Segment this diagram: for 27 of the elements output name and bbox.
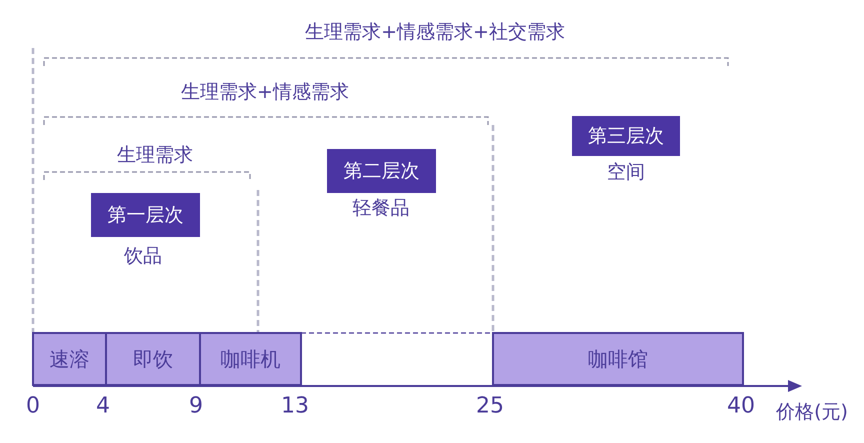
tick-label: 0 <box>26 392 40 420</box>
product-label: 饮品 <box>124 244 162 269</box>
tick-label: 13 <box>281 392 309 420</box>
price-segment <box>199 332 302 386</box>
axis-title: 价格(元) <box>776 400 848 425</box>
segment-label: 速溶 <box>50 346 90 373</box>
price-segment <box>32 332 107 386</box>
level-label: 第三层次 <box>588 124 664 149</box>
tick-label: 4 <box>96 392 110 420</box>
level-badge <box>327 149 436 193</box>
level-label: 第一层次 <box>108 202 184 228</box>
segment-label: 即饮 <box>133 346 173 373</box>
tick-label: 9 <box>189 392 203 420</box>
level-label: 第二层次 <box>344 158 420 184</box>
price-segment <box>105 332 201 386</box>
level-badge <box>91 193 200 237</box>
tick-label: 40 <box>727 392 755 420</box>
heading-label: 生理需求+情感需求+社交需求 <box>305 20 565 45</box>
segment-label: 咖啡机 <box>220 346 280 373</box>
heading-label: 生理需求+情感需求 <box>181 80 349 105</box>
segment-label: 咖啡馆 <box>588 346 648 373</box>
product-label: 空间 <box>607 160 645 185</box>
tick-label: 25 <box>476 392 504 420</box>
heading-label: 生理需求 <box>117 142 193 168</box>
level-badge <box>572 116 680 156</box>
product-label: 轻餐品 <box>352 196 410 221</box>
price-segment <box>492 332 744 386</box>
